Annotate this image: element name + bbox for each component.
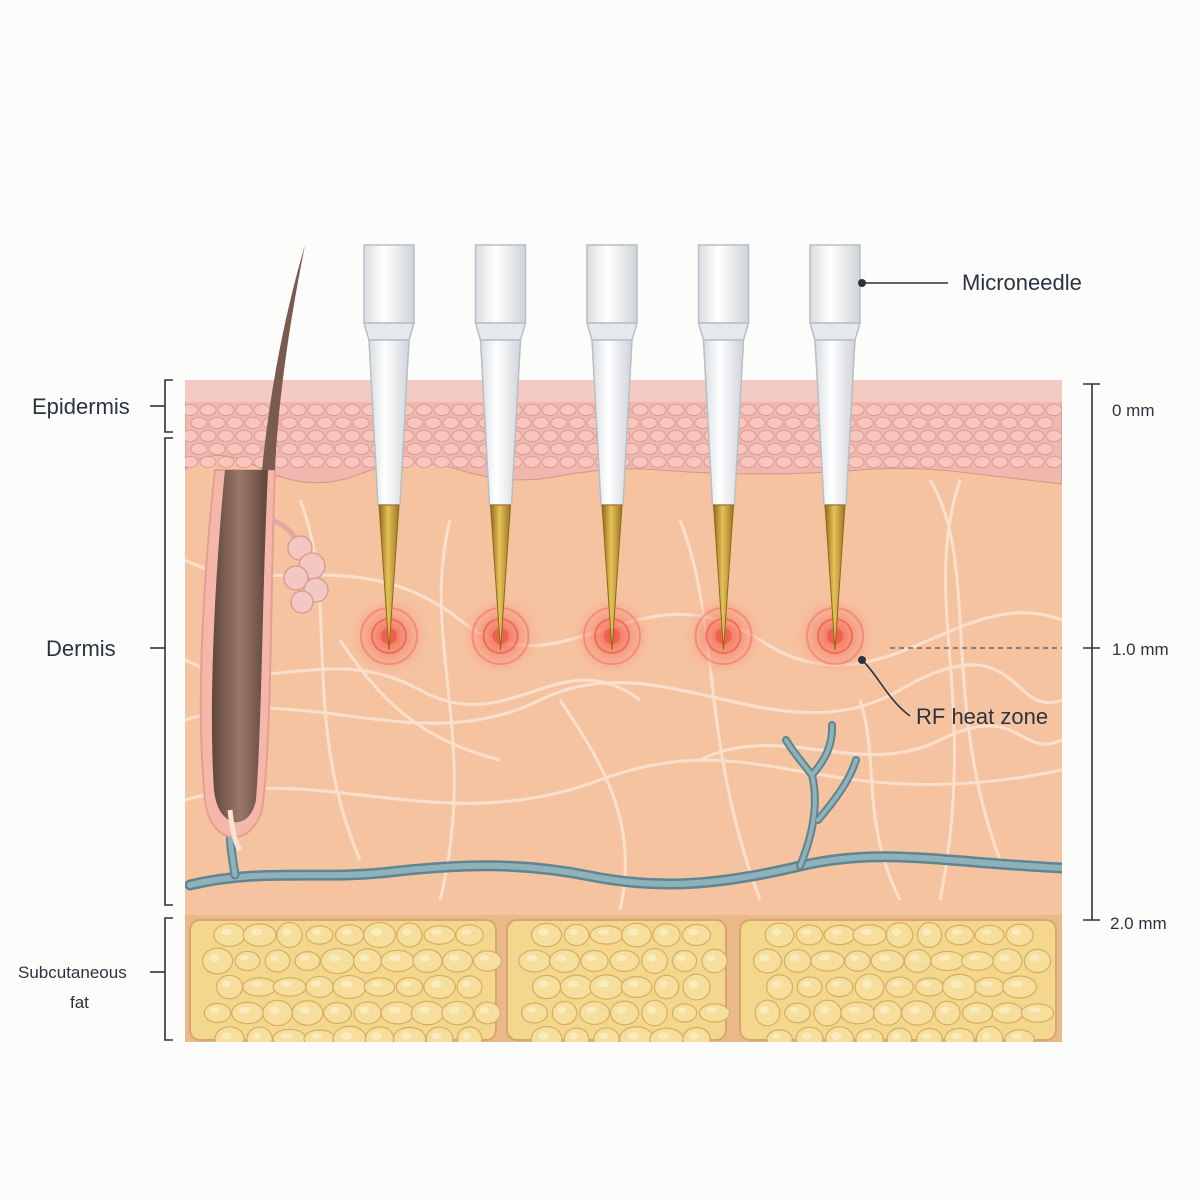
heat-zone-leader — [861, 659, 911, 717]
fat-cells — [189, 919, 1057, 1042]
dermis-bracket — [164, 437, 173, 906]
epidermis-cells — [185, 404, 1062, 468]
microneedle-array — [362, 244, 862, 651]
microneedle-3 — [585, 244, 639, 651]
microneedle-1 — [362, 244, 416, 651]
fat-label-line2: fat — [70, 993, 89, 1012]
fat-lobule-2 — [506, 919, 731, 1042]
epidermis-bracket — [164, 379, 173, 433]
heat-zone-label: RF heat zone — [916, 704, 1048, 729]
depth-tick-0: 0 mm — [1112, 401, 1155, 420]
depth-tick-1: 1.0 mm — [1112, 640, 1169, 659]
hair-follicle — [199, 245, 305, 852]
fat-label-line1: Subcutaneous — [18, 963, 127, 982]
blood-vessel — [185, 721, 1062, 891]
microneedle-5 — [808, 244, 862, 651]
fat-bracket — [164, 917, 173, 1041]
dermis-label: Dermis — [46, 636, 116, 661]
fat-lobule-3 — [739, 919, 1057, 1042]
depth-tick-2: 2.0 mm — [1110, 914, 1167, 933]
sebaceous-gland — [271, 517, 329, 614]
fat-lobule-1 — [189, 919, 503, 1042]
microneedle-label: Microneedle — [962, 270, 1082, 295]
epidermis-label: Epidermis — [32, 394, 130, 419]
microneedle-2 — [474, 244, 527, 651]
microneedle-4 — [697, 244, 750, 651]
